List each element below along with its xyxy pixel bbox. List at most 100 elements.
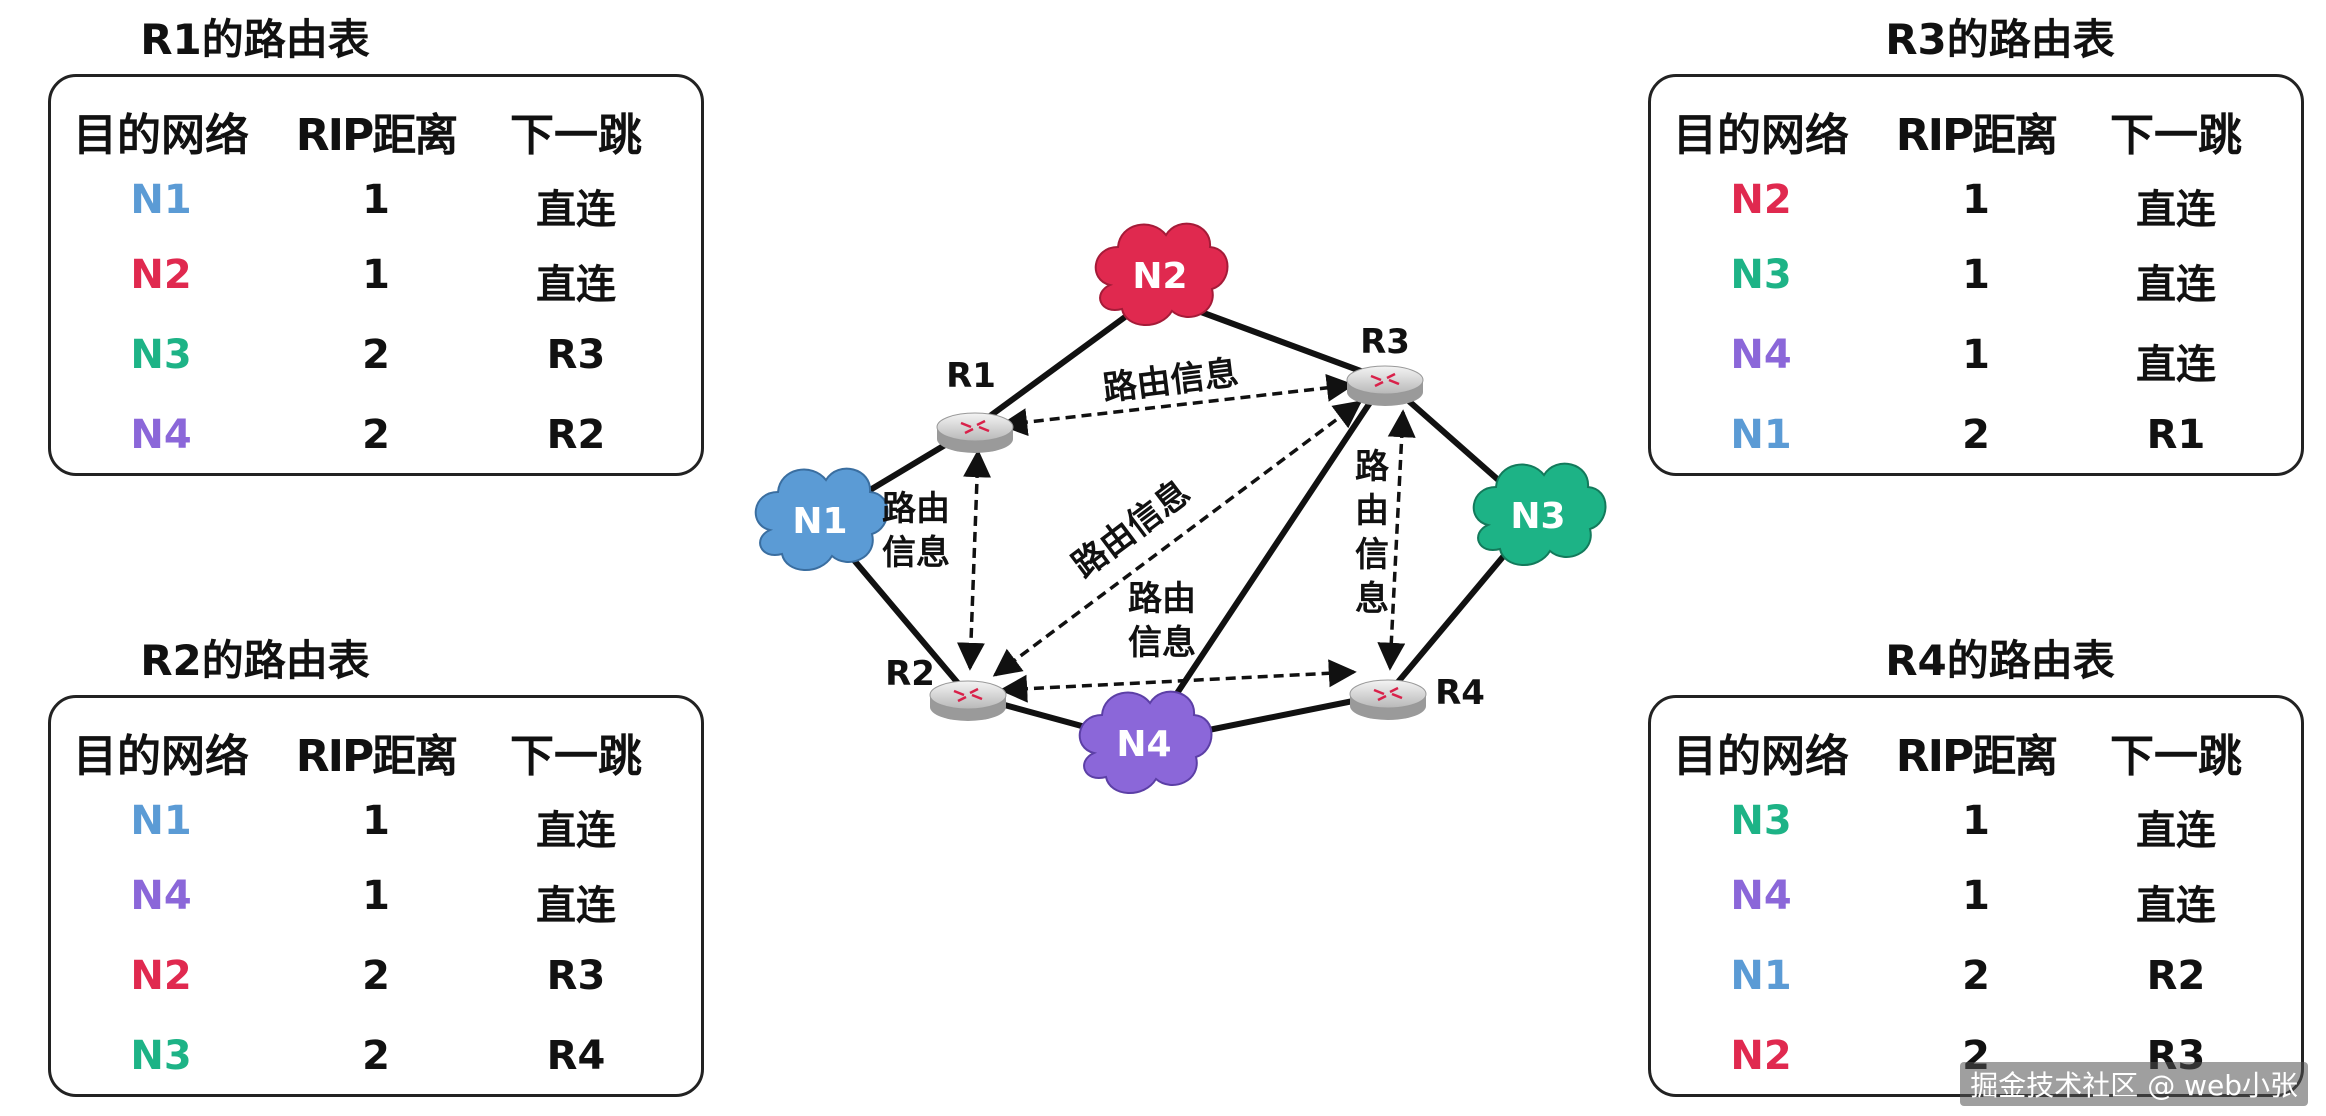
network-label-n2: N2 [1132,256,1187,297]
cell-distance: 1 [362,873,390,919]
exchange-label-r2-r3: 路由信息 [1065,472,1198,586]
network-n1: N1 [754,467,889,571]
cell-next-hop: R2 [2146,953,2206,999]
cell-next-hop: R2 [546,412,606,458]
cloud-n3-shape [1472,462,1607,566]
exchange-label-r3-r4-char: 息 [1355,579,1389,619]
header-rip-distance: RIP距离 [295,110,459,161]
exchange-r3-r4 [1377,409,1416,671]
header-rip-distance: RIP距离 [1895,731,2059,782]
cell-distance: 2 [362,332,390,378]
router-r3-arrows-icon [1370,372,1400,388]
r3-routing-table: 目的网络 RIP距离 下一跳 N2 1 直连 N3 1 直连 N4 1 直连 N… [1648,74,2304,476]
cell-next-hop: 直连 [2136,187,2216,233]
router-r1-arrows-icon [960,419,990,435]
r4-table-title: R4的路由表 [1885,636,2115,685]
network-topology-diagram: N1 N2 N3 N4 R1 R2 R3 R4 路由信息 路由 信息 路 [754,222,1607,794]
cell-dest: N4 [1730,332,1792,378]
cell-next-hop: 直连 [536,187,616,233]
router-r4-top [1349,679,1427,709]
header-dest: 目的网络 [1673,110,1849,161]
cell-dest: N2 [1730,177,1792,223]
exchange-label-r3-r4-char: 由 [1355,491,1389,531]
network-n3: N3 [1472,462,1607,566]
cell-dest: N1 [1730,953,1792,999]
router-r2-top [929,680,1007,710]
cell-distance: 1 [362,798,390,844]
router-r1: R1 [936,356,1014,453]
header-next-hop: 下一跳 [2110,110,2242,161]
header-dest: 目的网络 [73,110,249,161]
cell-distance: 2 [362,953,390,999]
cell-distance: 1 [1962,798,1990,844]
cloud-n2-shape [1094,222,1229,326]
r1-table-title: R1的路由表 [140,15,370,64]
cell-dest: N3 [130,332,192,378]
router-label-r3: R3 [1360,322,1410,362]
router-r3: R3 [1346,322,1424,406]
cell-next-hop: 直连 [536,262,616,308]
router-r2-arrows-icon [953,687,983,703]
network-label-n4: N4 [1116,724,1171,765]
header-next-hop: 下一跳 [510,731,642,782]
watermark: 掘金技术社区 @ web小张 [1960,1062,2308,1106]
network-n2: N2 [1094,222,1229,326]
r2-table-title: R2的路由表 [140,636,370,685]
cell-distance: 1 [362,177,390,223]
cell-distance: 2 [1962,412,1990,458]
cell-dest: N3 [130,1033,192,1079]
link-r3-n4 [1141,378,1388,745]
r4-routing-table: 目的网络 RIP距离 下一跳 N3 1 直连 N4 1 直连 N1 2 R2 N… [1648,695,2304,1097]
cell-dest: N1 [1730,412,1792,458]
header-rip-distance: RIP距离 [1895,110,2059,161]
header-dest: 目的网络 [73,731,249,782]
header-next-hop: 下一跳 [510,110,642,161]
network-label-n1: N1 [792,501,847,542]
exchange-label-r1-r2-line2: 信息 [882,533,950,573]
cell-next-hop: 直连 [536,808,616,854]
r1-routing-table: 目的网络 RIP距离 下一跳 N1 1 直连 N2 1 直连 N3 2 R3 N… [48,74,704,476]
header-rip-distance: RIP距离 [295,731,459,782]
cell-distance: 2 [362,412,390,458]
r3-table-title: R3的路由表 [1885,15,2115,64]
cell-dest: N2 [130,252,192,298]
cell-dest: N3 [1730,252,1792,298]
router-r4: R4 [1349,673,1485,720]
exchange-label-r3-r4-char: 信 [1355,535,1389,575]
header-dest: 目的网络 [1673,731,1849,782]
cell-next-hop: 直连 [2136,808,2216,854]
exchanges [956,373,1416,703]
cell-distance: 1 [1962,252,1990,298]
exchange-r2-r3 [992,400,1363,677]
exchange-label-r2-r4-line1: 路由 [1128,579,1196,619]
exchange-label-r1-r3: 路由信息 [1101,353,1241,409]
cell-next-hop: 直连 [2136,342,2216,388]
cell-next-hop: R3 [546,332,606,378]
cell-dest: N3 [1730,798,1792,844]
router-label-r1: R1 [946,356,996,396]
cell-dest: N4 [1730,873,1792,919]
cell-next-hop: R1 [2146,412,2206,458]
router-r2: R2 [885,654,1007,721]
exchange-label-r1-r2-line1: 路由 [882,489,950,529]
cell-next-hop: 直连 [2136,883,2216,929]
router-label-r4: R4 [1435,673,1485,713]
cell-distance: 2 [362,1033,390,1079]
exchange-label-r3-r4-char: 路 [1355,447,1390,487]
router-r3-top [1346,365,1424,395]
r2-routing-table: 目的网络 RIP距离 下一跳 N1 1 直连 N4 1 直连 N2 2 R3 N… [48,695,704,1097]
cloud-n4-shape [1078,690,1213,794]
cell-dest: N4 [130,412,192,458]
cell-dest: N2 [1730,1033,1792,1079]
cell-next-hop: R4 [546,1033,606,1079]
exchange-r1-r2 [956,449,992,671]
cell-next-hop: 直连 [536,883,616,929]
cell-dest: N1 [130,798,192,844]
cell-distance: 1 [1962,177,1990,223]
cell-distance: 1 [362,252,390,298]
network-n4: N4 [1078,690,1213,794]
cell-distance: 1 [1962,873,1990,919]
cell-distance: 2 [1962,953,1990,999]
cloud-n1-shape [754,467,889,571]
router-label-r2: R2 [885,654,935,694]
